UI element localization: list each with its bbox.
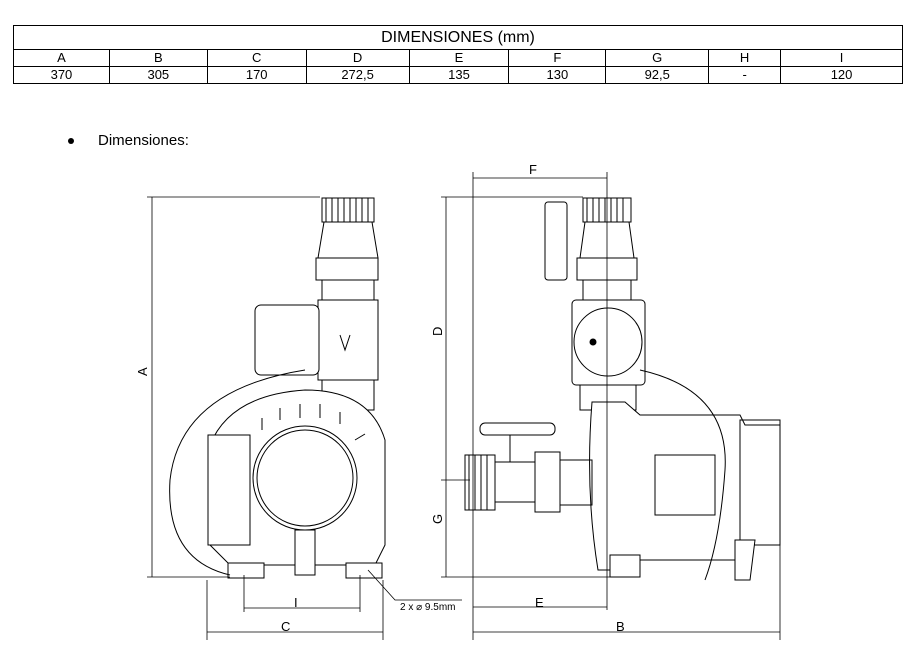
- value-cell: 135: [408, 66, 510, 84]
- dimensions-table: DIMENSIONES (mm) A B C D E F G H I 370 3…: [13, 25, 903, 84]
- section-heading: Dimensiones:: [98, 132, 189, 149]
- label-e: E: [535, 595, 544, 610]
- pump-front-view: [169, 197, 386, 579]
- dimension-labels: A D G F E B C I 2 x ⌀ 9.5mm: [135, 162, 625, 634]
- table-value-row: 370 305 170 272,5 135 130 92,5 - 120: [13, 66, 903, 84]
- pump-side-view: [464, 197, 781, 581]
- hole-note: 2 x ⌀ 9.5mm: [400, 602, 455, 613]
- dimension-lines: [147, 172, 781, 640]
- label-g: G: [430, 514, 445, 524]
- value-cell: 120: [780, 66, 903, 84]
- value-cell: 370: [13, 66, 110, 84]
- label-c: C: [281, 619, 290, 634]
- value-cell: 305: [108, 66, 208, 84]
- label-a: A: [135, 367, 150, 376]
- value-cell: 92,5: [605, 66, 710, 84]
- value-cell: 170: [206, 66, 307, 84]
- value-cell: 272,5: [305, 66, 410, 84]
- label-f: F: [529, 162, 537, 177]
- table-title: DIMENSIONES (mm): [13, 25, 903, 50]
- bullet-icon: [68, 138, 74, 145]
- value-cell: 130: [508, 66, 607, 84]
- label-d: D: [430, 327, 445, 336]
- section-bullet: Dimensiones:: [68, 132, 189, 149]
- label-b: B: [616, 619, 625, 634]
- label-i: I: [294, 595, 298, 610]
